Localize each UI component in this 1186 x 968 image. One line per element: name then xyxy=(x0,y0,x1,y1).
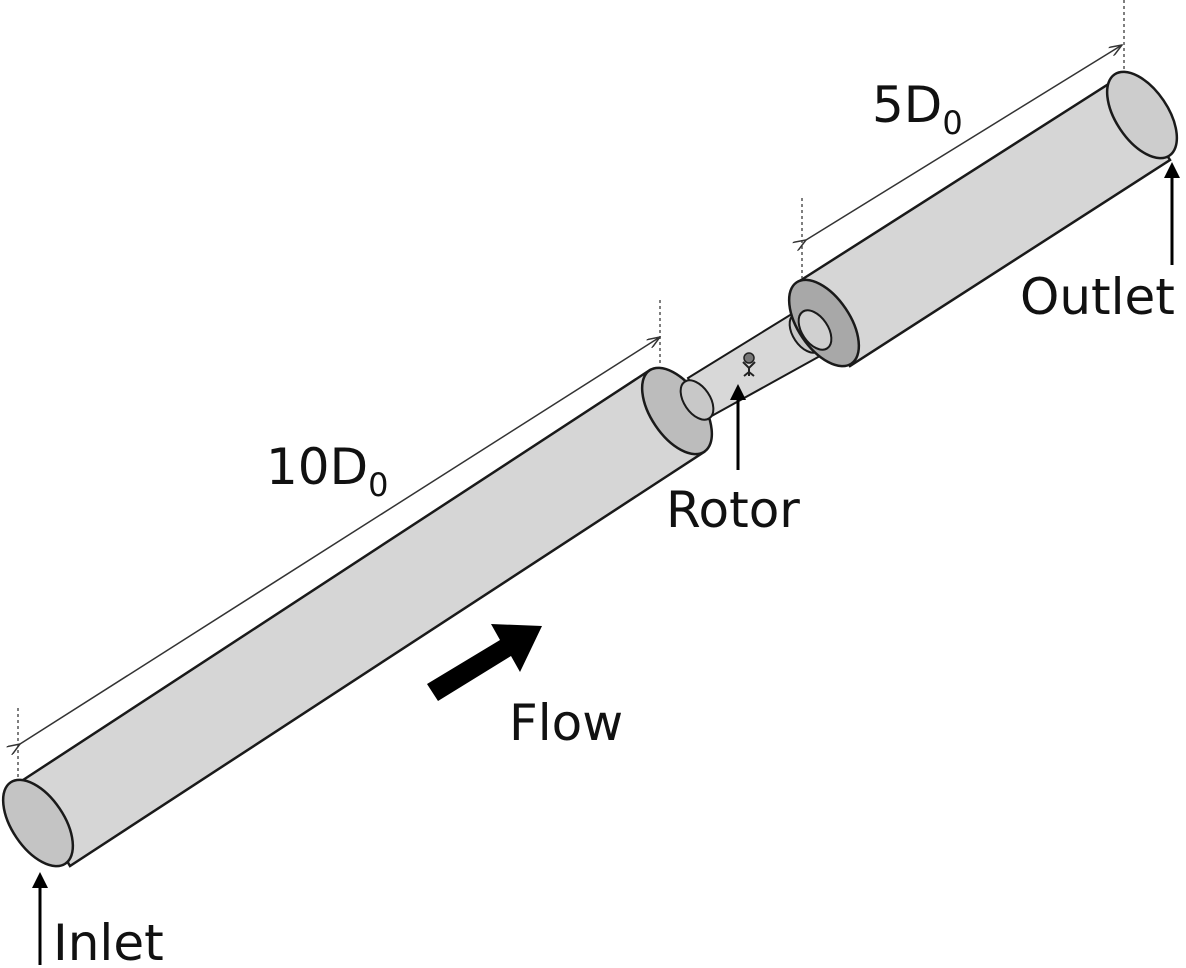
upstream-dimension-line xyxy=(20,337,660,744)
inlet-face xyxy=(1,778,75,868)
inlet-label: Inlet xyxy=(53,914,164,968)
flow-arrow xyxy=(427,624,542,701)
downstream-dimension xyxy=(802,0,1125,278)
rotor-icon xyxy=(742,352,756,377)
downstream-pipe xyxy=(787,70,1179,368)
flow-label: Flow xyxy=(509,694,623,752)
upstream-dimension xyxy=(18,300,660,780)
rotor-label: Rotor xyxy=(666,481,800,539)
outlet-label: Outlet xyxy=(1020,268,1175,326)
upstream-pipe xyxy=(1,366,714,868)
downstream-inner-opening xyxy=(797,309,833,351)
upstream-length-label: 10D0 xyxy=(266,438,388,504)
rotor-tube-inlet-face xyxy=(679,379,715,421)
downstream-dimension-line xyxy=(806,45,1122,240)
downstream-length-label: 5D0 xyxy=(872,76,963,142)
